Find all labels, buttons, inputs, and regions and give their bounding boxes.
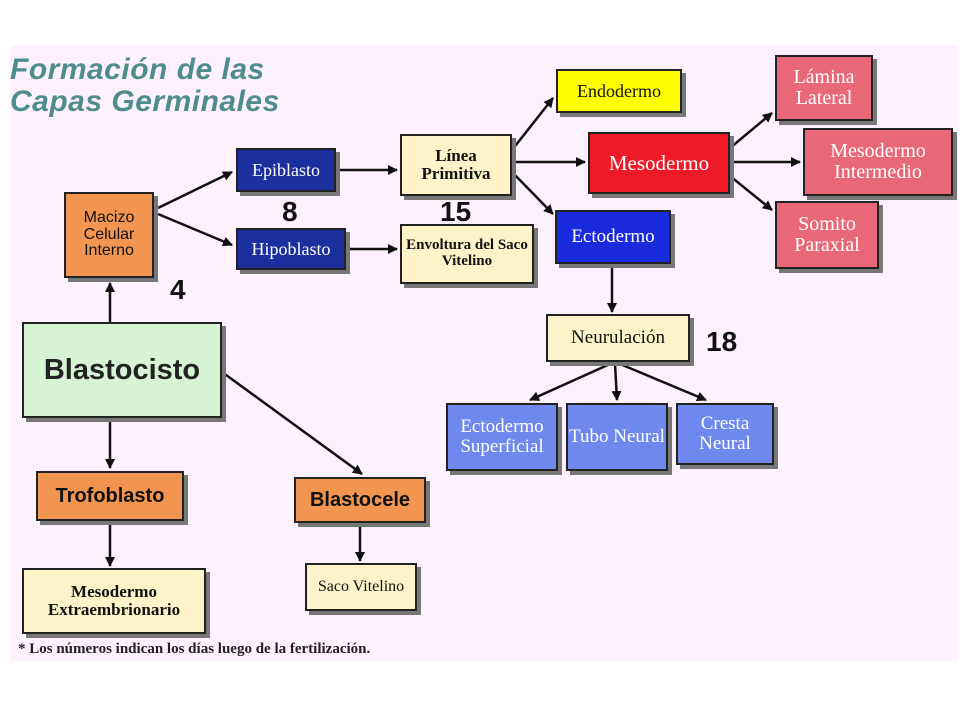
node-blastocele: Blastocele bbox=[294, 477, 426, 523]
arrow-mesodermo-somito bbox=[729, 175, 773, 211]
node-linea-primitiva: Línea Primitiva bbox=[400, 134, 512, 196]
node-neurulacion: Neurulación bbox=[546, 314, 690, 362]
arrow-neurulacion-superficial bbox=[529, 362, 611, 402]
arrow-linea-ectodermo bbox=[511, 171, 554, 215]
arrow-neurulacion-cresta bbox=[619, 362, 707, 402]
node-macizo-celular-interno: Macizo Celular Interno bbox=[64, 192, 154, 278]
node-ectodermo: Ectodermo bbox=[555, 210, 671, 264]
day-number-4: 4 bbox=[170, 274, 186, 305]
node-envoltura-saco-vitelino: Envoltura del Saco Vitelino bbox=[400, 224, 534, 284]
arrow-mesodermo-lamina bbox=[729, 112, 773, 149]
day-number-15: 15 bbox=[440, 196, 472, 227]
node-mesodermo: Mesodermo bbox=[588, 132, 730, 194]
node-tubo-neural: Tubo Neural bbox=[566, 403, 668, 471]
title-line-2: Capas Germinales bbox=[10, 85, 280, 118]
node-blastocisto: Blastocisto bbox=[22, 322, 222, 418]
node-trofoblasto: Trofoblasto bbox=[36, 471, 184, 521]
node-mesodermo-extraembrionario: Mesodermo Extraembrionario bbox=[22, 568, 206, 634]
day-number-8: 8 bbox=[282, 196, 298, 227]
node-ectodermo-superficial: Ectodermo Superficial bbox=[446, 403, 558, 471]
node-lamina-lateral: Lámina Lateral bbox=[775, 55, 873, 121]
arrow-linea-endodermo bbox=[511, 97, 554, 151]
node-saco-vitelino: Saco Vitelino bbox=[305, 563, 417, 611]
footnote: * Los números indican los días luego de … bbox=[18, 641, 371, 657]
node-somito-paraxial: Somito Paraxial bbox=[775, 201, 879, 269]
node-mesodermo-intermedio: Mesodermo Intermedio bbox=[803, 128, 953, 196]
diagram-title: Formación de las Capas Germinales bbox=[10, 54, 280, 118]
day-number-18: 18 bbox=[706, 326, 738, 357]
node-cresta-neural: Cresta Neural bbox=[676, 403, 774, 465]
node-hipoblasto: Hipoblasto bbox=[236, 228, 346, 270]
arrow-blastocisto-blastocele bbox=[221, 370, 363, 476]
arrow-macizo-hipoblasto bbox=[157, 212, 233, 247]
arrow-neurulacion-tubo bbox=[611, 363, 622, 401]
node-endodermo: Endodermo bbox=[556, 69, 682, 113]
title-line-1: Formación de las bbox=[10, 53, 265, 86]
node-epiblasto: Epiblasto bbox=[236, 148, 336, 192]
arrow-macizo-epiblasto bbox=[157, 170, 233, 210]
